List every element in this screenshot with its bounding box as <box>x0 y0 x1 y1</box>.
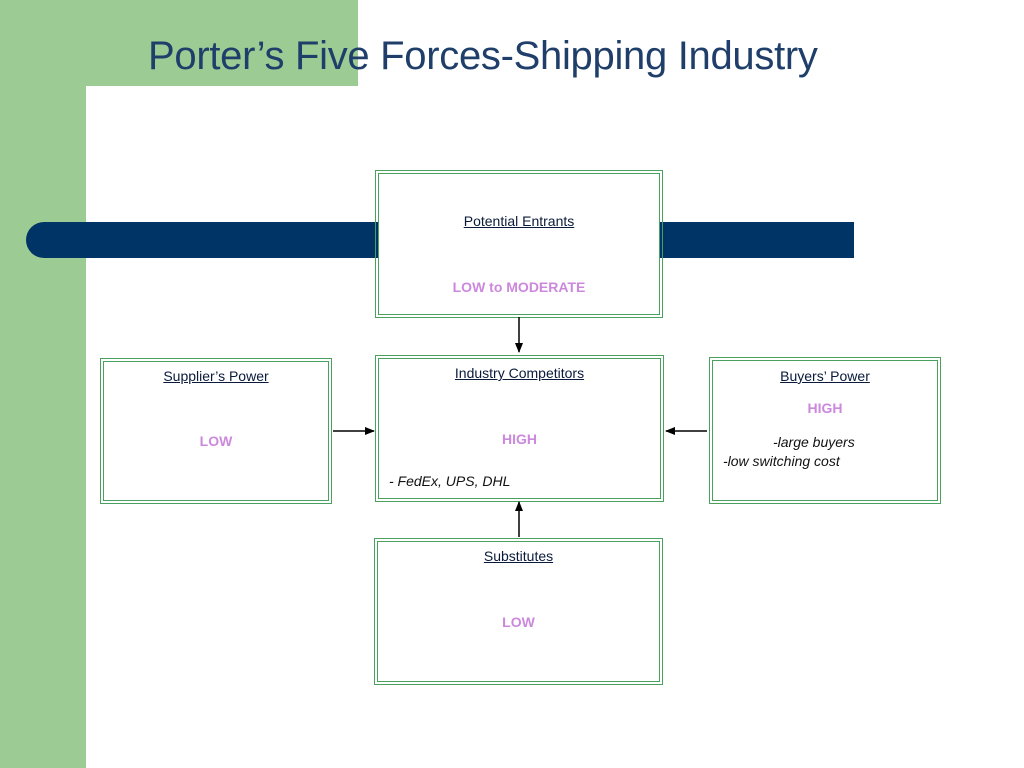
substitutes-level: LOW <box>502 614 535 630</box>
substitutes-box: Substitutes LOW <box>374 538 663 685</box>
buyers-power-label: Buyers’ Power <box>780 368 870 384</box>
substitutes-label: Substitutes <box>483 548 554 564</box>
buyers-power-level: HIGH <box>807 400 843 416</box>
potential-entrants-label: Potential Entrants <box>463 213 575 229</box>
green-top-block <box>86 0 358 86</box>
buyers-power-box: Buyers’ Power HIGH -large buyers -low sw… <box>709 357 941 504</box>
industry-competitors-box: Industry Competitors HIGH - FedEx, UPS, … <box>375 355 664 502</box>
buyers-power-note: -low switching cost <box>723 453 840 469</box>
potential-entrants-box: Potential Entrants LOW to MODERATE <box>375 170 663 318</box>
green-side-strip <box>0 0 86 768</box>
potential-entrants-level: LOW to MODERATE <box>452 279 586 295</box>
industry-competitors-note: - FedEx, UPS, DHL <box>389 473 511 489</box>
buyers-power-note: -large buyers <box>773 434 855 450</box>
suppliers-power-level: LOW <box>199 433 233 449</box>
suppliers-power-box: Supplier’s Power LOW <box>100 358 332 504</box>
slide-title: Porter’s Five Forces-Shipping Industry <box>148 34 818 78</box>
industry-competitors-label: Industry Competitors <box>454 365 585 381</box>
industry-competitors-level: HIGH <box>502 431 537 447</box>
suppliers-power-label: Supplier’s Power <box>163 368 269 384</box>
